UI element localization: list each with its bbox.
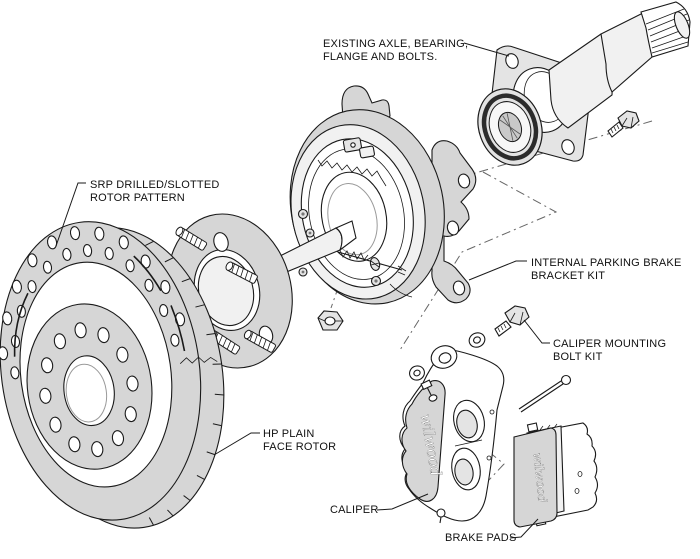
caliper-piston: [454, 458, 474, 486]
bolt-washer: [409, 365, 425, 381]
axle-bearing: [477, 88, 543, 166]
caliper-piston: [456, 409, 478, 439]
leader-caliper: [376, 493, 429, 511]
flange-bolt: [607, 110, 640, 138]
label-axle-line2: FLANGE AND BOLTS.: [323, 51, 437, 63]
label-srp-rotor: SRP DRILLED/SLOTTED ROTOR PATTERN: [55, 179, 220, 247]
leader-srp-rotor: [55, 182, 86, 247]
label-boltkit-line1: CALIPER MOUNTING: [553, 338, 666, 350]
label-brakepads-text: BRAKE PADS: [445, 532, 517, 544]
rotor-bore: [63, 355, 115, 427]
adjuster: [337, 249, 407, 276]
label-axle: EXISTING AXLE, BEARING, FLANGE AND BOLTS…: [323, 38, 510, 63]
label-bolt-kit: CALIPER MOUNTING BOLT KIT: [523, 319, 666, 363]
pad-brand-script: wilwood: [530, 452, 549, 504]
label-hp-line1: HP PLAIN: [263, 428, 315, 440]
rotor-break-line: [179, 356, 218, 365]
label-brake-pads: BRAKE PADS: [445, 518, 539, 544]
caliper: wilwood: [399, 345, 505, 524]
label-axle-line1: EXISTING AXLE, BEARING,: [323, 38, 468, 50]
caliper-mounting-bolt-kit: [409, 305, 572, 413]
axle-splines: [640, 1, 691, 58]
rotor-slots: [13, 255, 186, 357]
label-hp-line2: FACE ROTOR: [263, 441, 336, 453]
mounting-bolt: [494, 305, 530, 337]
leader-hp-rotor: [213, 432, 260, 456]
parking-brake-assembly: [289, 85, 477, 305]
label-caliper-text: CALIPER: [330, 504, 378, 516]
bottom-fitting: [436, 508, 446, 524]
anchor-block: [342, 137, 375, 159]
brake-pads: wilwood: [513, 422, 599, 528]
label-parking-line1: INTERNAL PARKING BRAKE: [531, 257, 682, 269]
bolt-washer: [468, 332, 486, 348]
rotor-vent-slots: [145, 240, 225, 526]
leader-brake-pads: [509, 518, 539, 539]
leader-parking-brake: [468, 260, 527, 281]
return-spring: [317, 159, 387, 187]
caliper-face: [401, 380, 446, 502]
rotor: [0, 221, 225, 529]
axle-nut: [317, 310, 344, 331]
leader-axle: [463, 42, 510, 57]
plate-fasteners: [297, 208, 382, 287]
label-srp-line2: ROTOR PATTERN: [90, 192, 185, 204]
axle-shaft: [600, 12, 653, 93]
label-srp-line1: SRP DRILLED/SLOTTED: [90, 179, 220, 191]
pad-front-plate: [513, 427, 558, 528]
rotor-drilled-holes: [0, 226, 186, 380]
label-boltkit-line2: BOLT KIT: [553, 351, 603, 363]
label-hp-rotor: HP PLAIN FACE ROTOR: [213, 428, 336, 456]
axle-assembly: [477, 1, 691, 166]
label-parking-brake: INTERNAL PARKING BRAKE BRACKET KIT: [468, 257, 682, 282]
label-caliper: CALIPER: [330, 493, 429, 516]
leader-bolt-kit: [523, 319, 550, 344]
bleed-screw: [420, 379, 438, 402]
rotor-hat-holes: [39, 322, 139, 458]
cotter-pin: [518, 374, 572, 413]
labels: EXISTING AXLE, BEARING, FLANGE AND BOLTS…: [55, 38, 682, 544]
backing-plate: [289, 109, 445, 305]
label-parking-line2: BRACKET KIT: [531, 270, 605, 282]
